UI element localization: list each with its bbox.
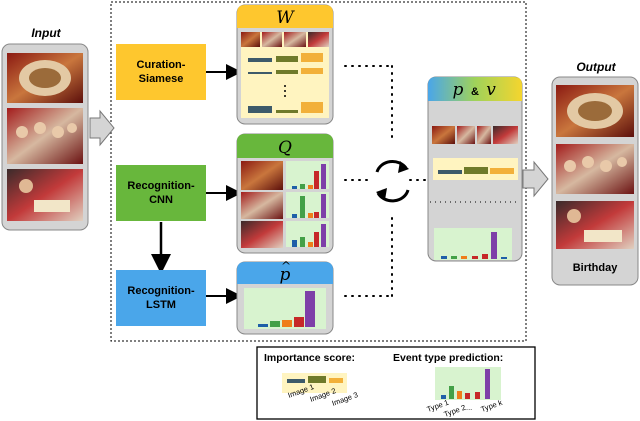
p-v-header-amp: & bbox=[471, 86, 479, 98]
p-v-header-p: p bbox=[453, 80, 464, 100]
input-arrow bbox=[89, 109, 115, 147]
recognition-cnn-label-2: CNN bbox=[149, 194, 173, 206]
event-label-ellipsis: ... bbox=[466, 403, 472, 412]
input-label: Input bbox=[31, 26, 61, 40]
input-photo-3 bbox=[7, 169, 83, 221]
p-hat-bars bbox=[244, 288, 326, 329]
q-bars-3 bbox=[286, 221, 329, 247]
recognition-lstm-label-1: Recognition- bbox=[127, 285, 195, 297]
recognition-cnn-box bbox=[116, 165, 206, 221]
p-v-event-bars bbox=[434, 228, 512, 260]
output-caption: Birthday bbox=[573, 262, 619, 274]
recognition-lstm-box bbox=[116, 270, 206, 326]
curation-siamese-box bbox=[116, 44, 206, 100]
importance-legend-title: Importance score: bbox=[264, 352, 355, 364]
recognition-cnn-label-1: Recognition- bbox=[127, 180, 195, 192]
curation-siamese-label-1: Curation- bbox=[137, 59, 186, 71]
iteration-cycle-icon bbox=[375, 160, 410, 203]
q-header: Q bbox=[278, 138, 292, 158]
event-legend-title: Event type prediction: bbox=[393, 352, 503, 364]
w-header: W bbox=[276, 8, 295, 28]
q-bars-1 bbox=[286, 161, 329, 189]
p-hat-caret: ^ bbox=[281, 259, 291, 273]
p-hat-header: p bbox=[280, 265, 291, 285]
p-v-header-v: v bbox=[486, 80, 496, 100]
output-arrow bbox=[522, 160, 549, 198]
q-bars-2 bbox=[286, 192, 329, 218]
curation-siamese-label-2: Siamese bbox=[139, 73, 184, 85]
output-label: Output bbox=[576, 60, 616, 74]
recognition-lstm-label-2: LSTM bbox=[146, 299, 176, 311]
p-v-importance bbox=[433, 158, 518, 180]
